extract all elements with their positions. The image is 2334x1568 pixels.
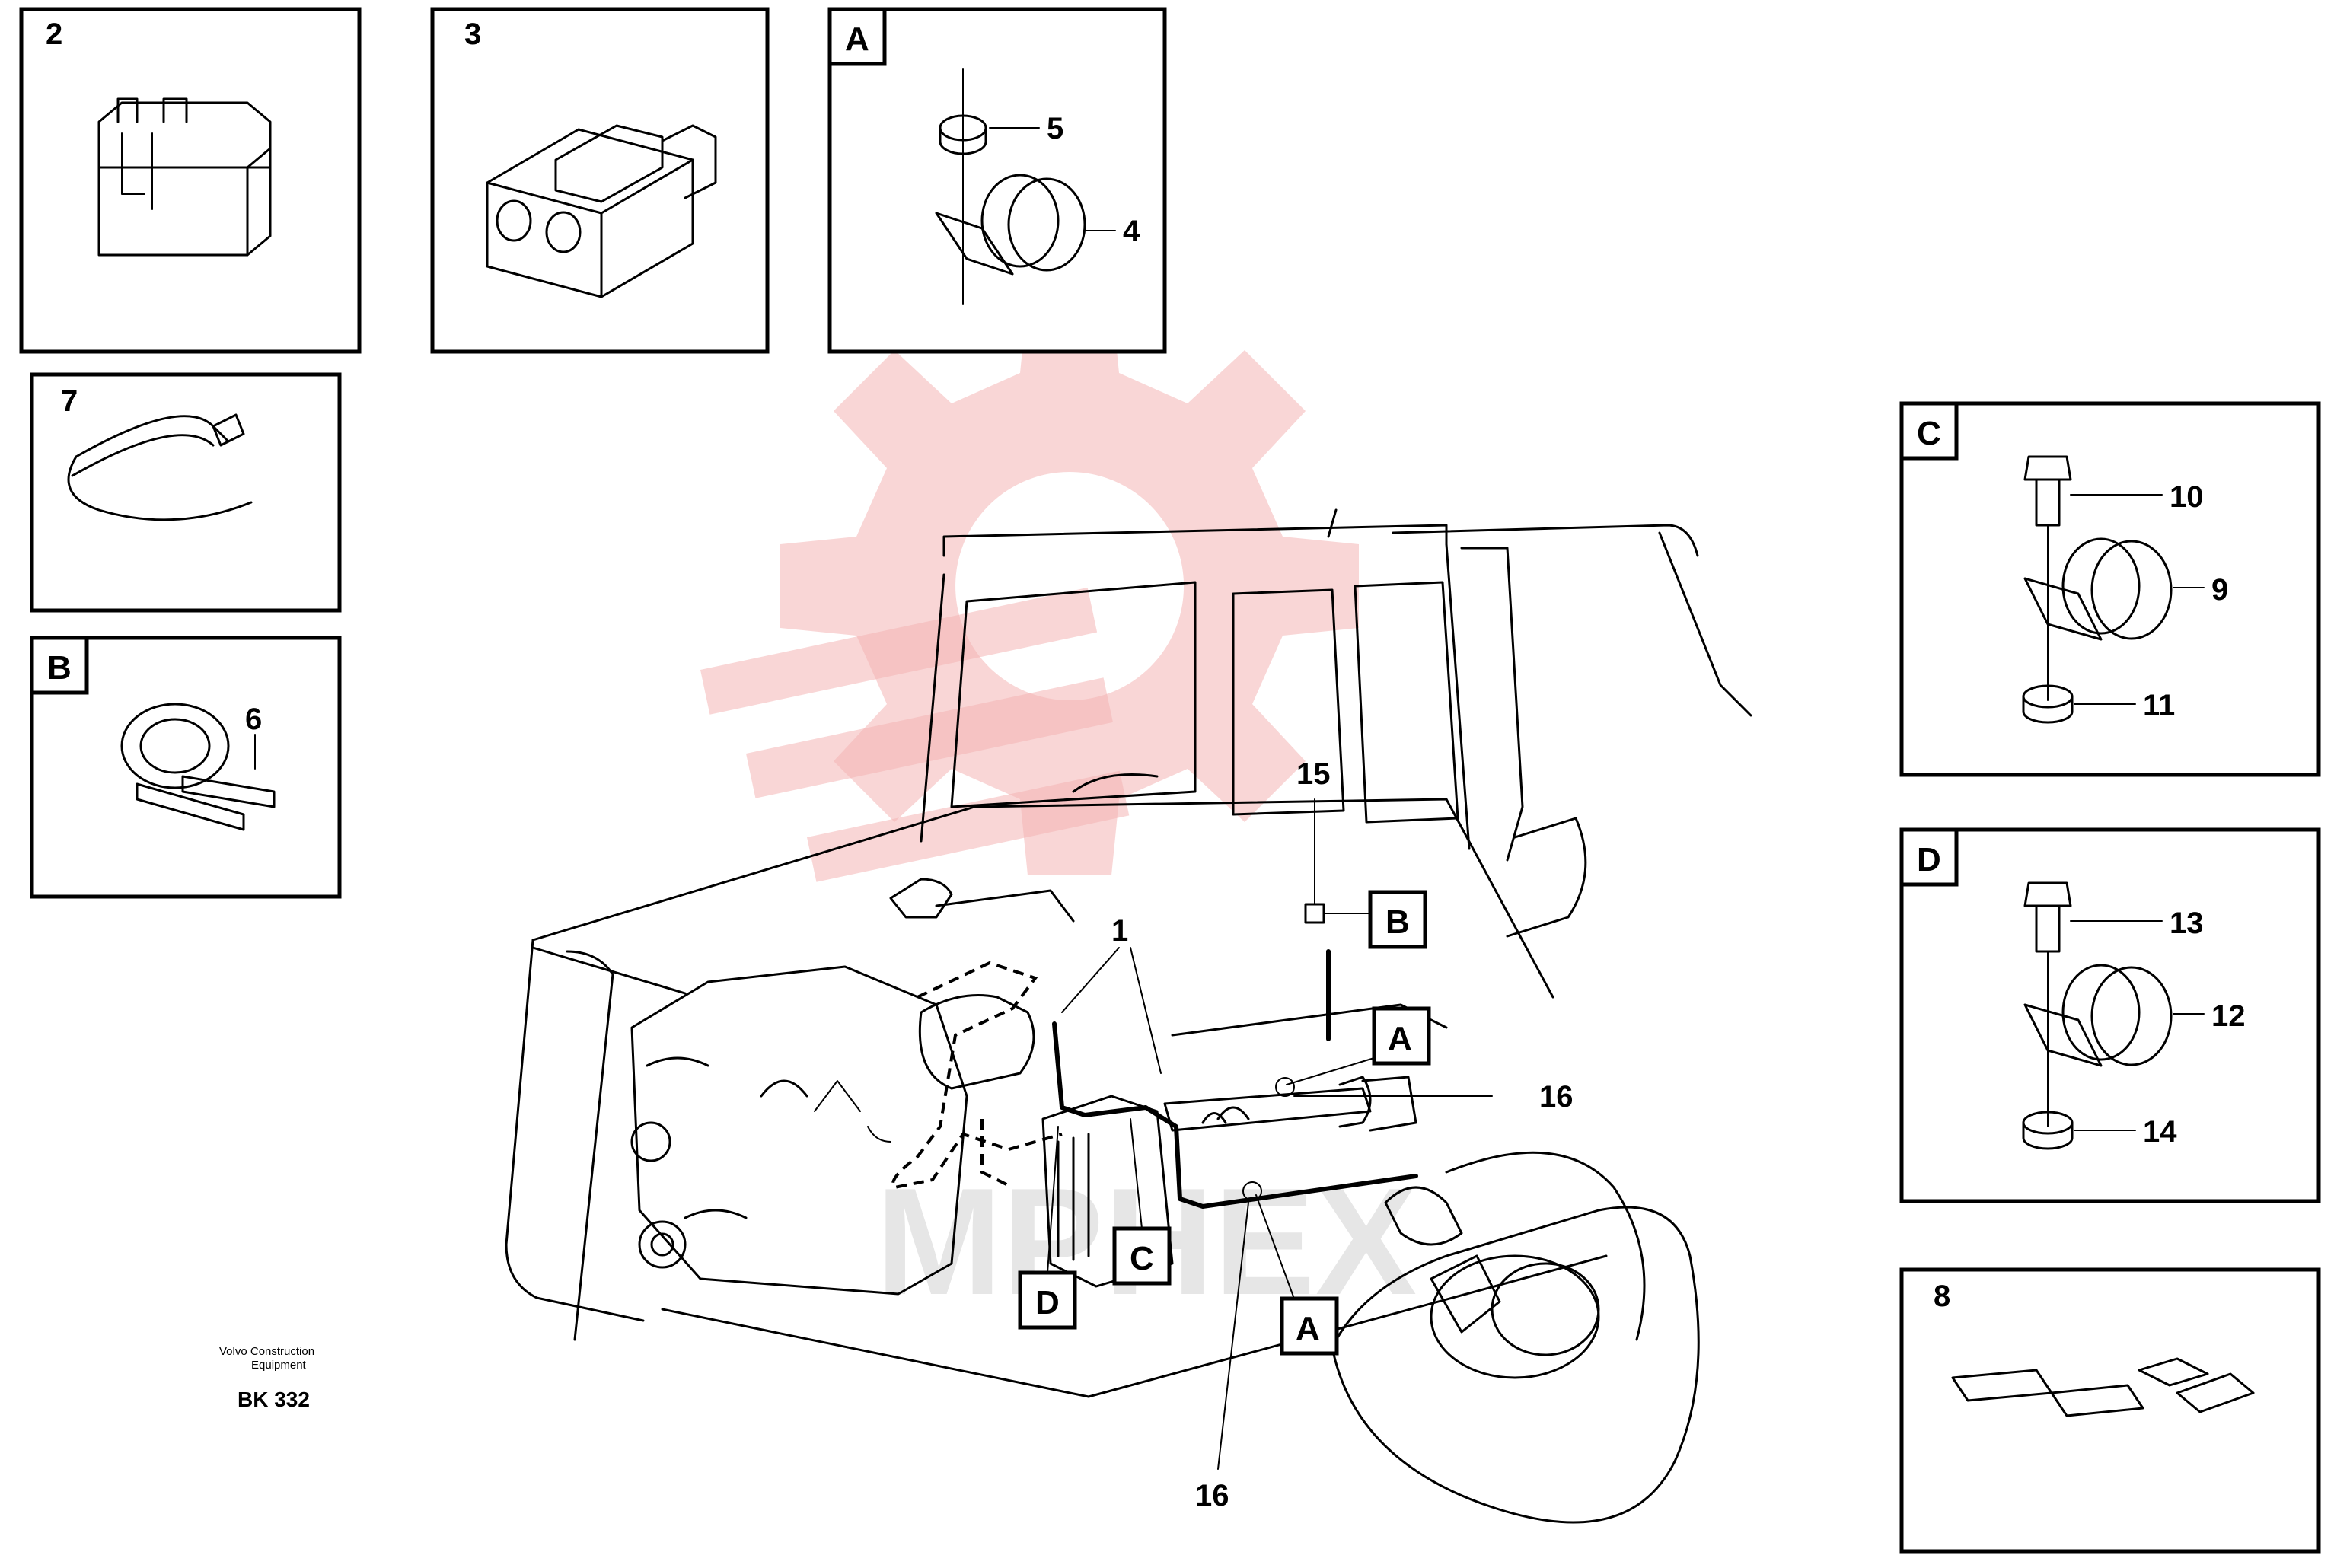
side-window (1232, 588, 1345, 816)
inset-d-label-14: 14 (2143, 1115, 2177, 1149)
inset-d-mount: D 13 12 14 (1899, 827, 2321, 1203)
grommet-clamp-icon (2023, 537, 2173, 641)
inset-b-letter: B (47, 649, 72, 687)
inset-2-number: 2 (46, 18, 62, 51)
connector-icon (486, 124, 717, 298)
brand-line-2: Equipment (251, 1359, 307, 1372)
bolt-icon (2023, 881, 2072, 1127)
part-label-15: 15 (1296, 757, 1331, 791)
inset-c-label-9: 9 (2211, 573, 2228, 607)
box-c-letter: C (1130, 1240, 1154, 1277)
flange-nut-icon (2022, 1111, 2074, 1150)
inset-a-clamp: A 5 4 (827, 7, 1167, 354)
grommet-clamp-icon (2023, 964, 2173, 1067)
cable-tie-icon (67, 413, 253, 521)
watermark-gear (700, 297, 1359, 882)
callout-box-c: C (1112, 1118, 1172, 1286)
wheel-icon (1331, 1206, 1700, 1524)
relay-icon (97, 97, 272, 257)
inset-b-p-clip: B 6 (30, 636, 342, 899)
bolt-icon (2023, 455, 2072, 701)
callout-box-a-top: A (1286, 1006, 1431, 1085)
part-label-1: 1 (1111, 914, 1128, 948)
inset-7-number: 7 (61, 384, 78, 418)
inset-d-label-12: 12 (2211, 999, 2246, 1033)
inset-2-relay: 2 (19, 7, 362, 354)
inset-d-letter: D (1917, 841, 1941, 878)
box-a-bottom-letter: A (1296, 1310, 1320, 1347)
cab-roof (942, 524, 1448, 557)
propeller-shaft (1163, 1087, 1372, 1132)
hub-icon (1430, 1254, 1600, 1379)
box-d-letter: D (1035, 1284, 1060, 1321)
brand-line-1: Volvo Construction (219, 1345, 314, 1358)
gearbox (918, 994, 1035, 1090)
inset-a-letter: A (845, 21, 869, 58)
inset-a-label-4: 4 (1123, 215, 1140, 248)
inset-3-connector: 3 (430, 7, 770, 354)
relay-location-15 (1304, 903, 1325, 924)
inset-c-letter: C (1917, 415, 1941, 452)
inset-b-label-6: 6 (245, 703, 262, 736)
callout-16-right: 16 (1293, 1080, 1574, 1114)
p-clip-icon (120, 703, 276, 831)
part-label-16-bottom: 16 (1195, 1479, 1229, 1512)
wiring-harness (1052, 1021, 1418, 1209)
rubber-clamp-icon (935, 174, 1086, 276)
flange-nut-icon (2022, 684, 2074, 724)
articulated-hauler-front (505, 508, 1752, 1524)
inset-7-cable-tie: 7 (30, 372, 342, 613)
callout-box-b: B (1368, 890, 1427, 949)
inset-3-number: 3 (464, 18, 481, 51)
hood-top (531, 798, 1554, 999)
inset-c-label-10: 10 (2170, 480, 2204, 514)
callout-box-a-bottom: A (1242, 1181, 1339, 1356)
part-label-16-right: 16 (1539, 1080, 1574, 1114)
callout-16-bottom: 16 (1195, 1202, 1249, 1512)
windshield (950, 581, 1197, 808)
box-a-top-letter: A (1388, 1020, 1412, 1057)
box-b-letter: B (1385, 904, 1410, 941)
inset-8-number: 8 (1934, 1280, 1950, 1313)
engine-block (630, 965, 968, 1296)
inset-c-mount: C 10 9 11 (1899, 401, 2321, 777)
inset-8-strap: 8 (1899, 1267, 2321, 1554)
inset-c-label-11: 11 (2143, 689, 2175, 722)
callout-box-d: D (1018, 1126, 1077, 1330)
mounting-strap-icon (1951, 1357, 2255, 1417)
brand-block: Volvo Construction Equipment BK 332 (219, 1345, 314, 1411)
brand-code: BK 332 (238, 1388, 310, 1411)
callout-1: 1 (1061, 914, 1162, 1074)
inset-a-label-5: 5 (1047, 112, 1063, 145)
inset-d-label-13: 13 (2170, 907, 2204, 940)
